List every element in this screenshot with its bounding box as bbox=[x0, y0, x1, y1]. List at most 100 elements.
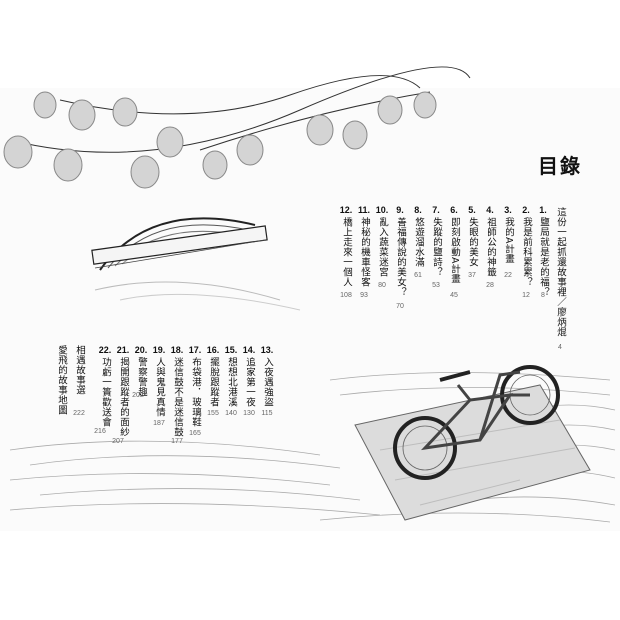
toc-entry-page: 130 bbox=[243, 410, 255, 417]
toc-entry-title: 擺脫跟蹤者 bbox=[208, 357, 219, 407]
toc-entry-title: 神秘的機車怪客 bbox=[359, 217, 370, 287]
toc-entry-title: 亂入蔬菜迷宮 bbox=[377, 217, 388, 277]
toc-entry-title: 迷信鼓不是迷信鼓 bbox=[172, 357, 183, 437]
toc-entry[interactable]: 15. 想想北港溪 bbox=[224, 345, 238, 407]
toc-entry-title: 布袋港．玻璃鞋 bbox=[190, 357, 201, 427]
toc-entry[interactable]: 8. 悠遊溜水滿 bbox=[411, 205, 425, 267]
toc-entry-title: 功虧一簣歡送會 bbox=[100, 357, 111, 427]
toc-entry-page: 8 bbox=[541, 292, 545, 299]
toc-entry[interactable]: 1. 鹽局就是老的福？ bbox=[536, 205, 550, 297]
toc-entry-number: 1. bbox=[539, 205, 547, 215]
toc-entry-page: 28 bbox=[486, 282, 494, 289]
toc-entry-number: 14. bbox=[242, 345, 256, 355]
toc-entry-page: 80 bbox=[378, 282, 386, 289]
toc-entry-page: 207 bbox=[112, 438, 124, 445]
toc-entry[interactable]: 18. 迷信鼓不是迷信鼓 bbox=[170, 345, 184, 437]
toc-entry[interactable]: 9. 善福傳說的美女？ bbox=[393, 205, 407, 297]
lanterns-icon bbox=[3, 91, 437, 189]
toc-entry-page: 155 bbox=[207, 410, 219, 417]
toc-entry-title: 追家第一夜 bbox=[244, 357, 255, 407]
toc-entry-number: 19. bbox=[152, 345, 166, 355]
toc-entry-page: 93 bbox=[360, 292, 368, 299]
toc-entry[interactable]: 5. 失眼的美女 bbox=[465, 205, 479, 267]
toc-entry-number: 13. bbox=[260, 345, 274, 355]
toc-entry-page: 108 bbox=[340, 292, 352, 299]
toc-entry-title: 警察警趣 bbox=[136, 357, 147, 397]
toc-entry-number: 15. bbox=[224, 345, 238, 355]
lantern-string-icon bbox=[9, 66, 471, 153]
toc-entry[interactable]: 7. 失蹤的鹽詩？ bbox=[429, 205, 443, 277]
toc-entry[interactable]: 19. 人與鬼見真情 bbox=[152, 345, 166, 417]
toc-entry-page: 177 bbox=[171, 438, 183, 445]
toc-entry-title: 悠遊溜水滿 bbox=[413, 217, 424, 267]
toc-entry[interactable]: 相遇故事選 bbox=[72, 345, 86, 395]
toc-entry-number: 12. bbox=[339, 205, 353, 215]
toc-entry[interactable]: 16. 擺脫跟蹤者 bbox=[206, 345, 220, 407]
toc-entry-title: 入夜遇強盜 bbox=[262, 357, 273, 407]
toc-entry-title: 想想北港溪 bbox=[226, 357, 237, 407]
toc-entry-title: 相遇故事選 bbox=[74, 345, 85, 395]
toc-entry-number: 7. bbox=[432, 205, 440, 215]
toc-entry-page: 37 bbox=[468, 272, 476, 279]
toc-entry-page: 61 bbox=[414, 272, 422, 279]
toc-entry-title: 這份一起抓還故事裡／廖炳焜 bbox=[555, 207, 566, 337]
toc-entry-page: 222 bbox=[73, 410, 85, 417]
toc-entry-page: 140 bbox=[225, 410, 237, 417]
toc-entry-foreword[interactable]: 這份一起抓還故事裡／廖炳焜 bbox=[553, 205, 567, 337]
toc-entry-number: 11. bbox=[357, 205, 370, 215]
toc-entry-title: 揭開跟蹤者的面紗 bbox=[118, 357, 129, 437]
toc-entry[interactable]: 20. 警察警趣 bbox=[134, 345, 148, 397]
toc-entry[interactable]: 22. 功虧一簣歡送會 bbox=[98, 345, 112, 427]
toc-entry[interactable]: 2. 我是前科累累？ bbox=[519, 205, 533, 287]
toc-entry-title: 我是前科累累？ bbox=[521, 217, 532, 287]
toc-entry-number: 22. bbox=[98, 345, 112, 355]
toc-entry-title: 祖師公的神籤 bbox=[485, 217, 496, 277]
toc-entry-number: 16. bbox=[206, 345, 220, 355]
toc-entry-page: 216 bbox=[94, 428, 106, 435]
toc-entry-page: 53 bbox=[432, 282, 440, 289]
toc-entry-page: 45 bbox=[450, 292, 458, 299]
toc-entry[interactable]: 愛飛的故事地圖 bbox=[54, 345, 68, 415]
toc-entry-title: 善福傳說的美女？ bbox=[395, 217, 406, 297]
toc-entry[interactable]: 13. 入夜遇強盜 bbox=[260, 345, 274, 407]
toc-entry-number: 5. bbox=[468, 205, 476, 215]
bridge-illustration-icon bbox=[91, 217, 301, 311]
toc-entry-page: 187 bbox=[153, 420, 165, 427]
toc-entry-title: 失蹤的鹽詩？ bbox=[431, 217, 442, 277]
toc-entry[interactable]: 17. 布袋港．玻璃鞋 bbox=[188, 345, 202, 427]
bicycle-on-map-illustration-icon bbox=[354, 365, 591, 521]
toc-entry-page: 12 bbox=[522, 292, 530, 299]
toc-entry-page: 70 bbox=[396, 303, 404, 310]
toc-entry-number: 20. bbox=[134, 345, 148, 355]
toc-entry[interactable]: 14. 追家第一夜 bbox=[242, 345, 256, 407]
toc-entry-number: 6. bbox=[450, 205, 458, 215]
toc-entry[interactable]: 21. 揭開跟蹤者的面紗 bbox=[116, 345, 130, 437]
toc-entry[interactable]: 10. 亂入蔬菜迷宮 bbox=[375, 205, 389, 277]
toc-entry-page: 4 bbox=[558, 344, 562, 351]
toc-entry-page: 22 bbox=[504, 272, 512, 279]
toc-entry[interactable]: 6. 即刻啟動A計畫 bbox=[447, 205, 461, 284]
toc-entry-title: 即刻啟動A計畫 bbox=[449, 217, 460, 284]
toc-entry-title: 橋上走來一個人 bbox=[341, 217, 352, 287]
toc-entry-number: 21. bbox=[116, 345, 130, 355]
toc-entry[interactable]: 12. 橋上走來一個人 bbox=[339, 205, 353, 287]
toc-entry-number: 10. bbox=[375, 205, 389, 215]
toc-entry-title: 愛飛的故事地圖 bbox=[56, 345, 67, 415]
toc-entry[interactable]: 11. 神秘的機車怪客 bbox=[357, 205, 371, 287]
toc-entry-number: 2. bbox=[522, 205, 530, 215]
toc-entry-number: 8. bbox=[414, 205, 422, 215]
page-title: 目錄 bbox=[538, 154, 582, 178]
toc-entry-title: 我的A計畫 bbox=[503, 217, 514, 264]
toc-entry-page: 165 bbox=[189, 430, 201, 437]
toc-entry[interactable]: 3. 我的A計畫 bbox=[501, 205, 515, 264]
toc-entry[interactable]: 4. 祖師公的神籤 bbox=[483, 205, 497, 277]
toc-entry-number: 18. bbox=[170, 345, 184, 355]
toc-entry-title: 人與鬼見真情 bbox=[154, 357, 165, 417]
toc-entry-number: 4. bbox=[486, 205, 494, 215]
toc-entry-page: 115 bbox=[261, 410, 273, 417]
toc-entry-title: 鹽局就是老的福？ bbox=[538, 217, 549, 297]
toc-entry-title: 失眼的美女 bbox=[467, 217, 478, 267]
toc-entry-number: 17. bbox=[188, 345, 202, 355]
